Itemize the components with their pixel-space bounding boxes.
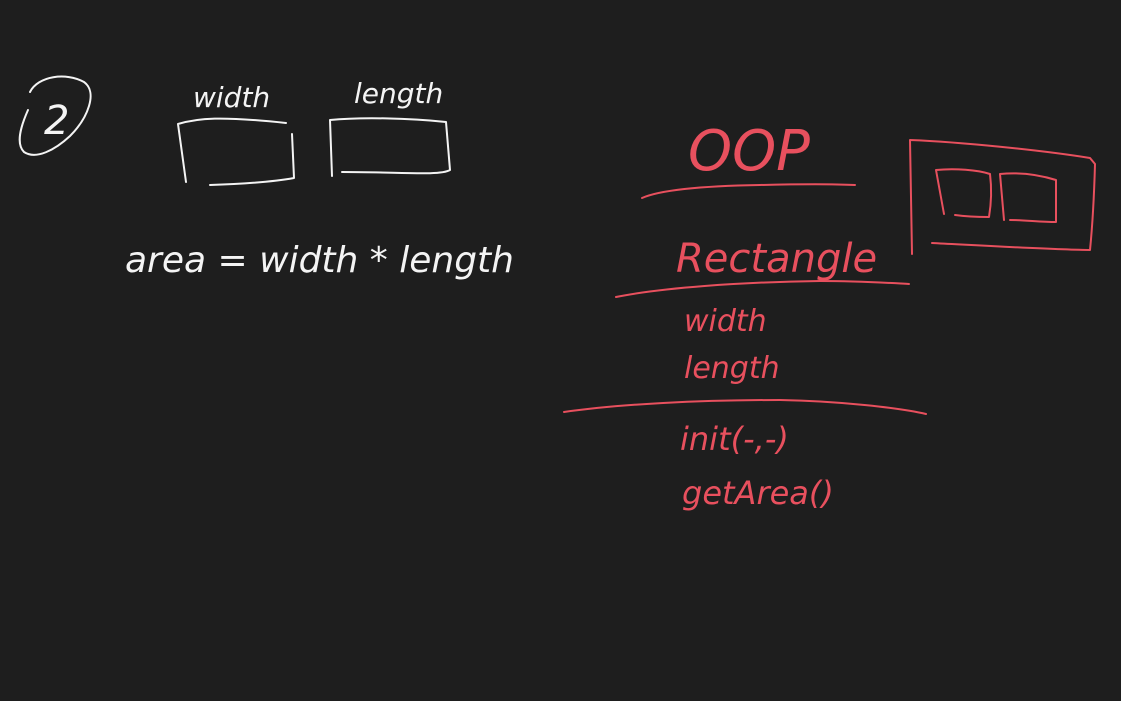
step-number-badge: 2 [18,75,92,156]
sketch-left-box [935,168,993,218]
method-init: init(-,-) [680,420,789,458]
length-box [329,117,451,177]
step-number-text: 2 [44,98,69,144]
class-name-divider [615,280,910,298]
attributes-divider [563,399,927,415]
attribute-width: width [684,304,767,339]
sketch-outer-frame [909,139,1096,255]
area-formula: area = width * length [125,240,514,281]
class-name: Rectangle [676,236,877,282]
length-box-label: length [354,77,443,110]
sketch-right-box [999,172,1057,223]
oop-underline [641,183,856,199]
oop-heading: OOP [688,119,810,184]
width-box [177,117,295,186]
boxes-sketch [909,139,1096,255]
width-box-label: width [193,81,270,114]
step-number-circle [18,75,92,156]
width-box-group: width [177,81,295,186]
attribute-length: length [684,351,780,386]
length-box-group: length [329,77,451,177]
method-get-area: getArea() [682,474,834,512]
